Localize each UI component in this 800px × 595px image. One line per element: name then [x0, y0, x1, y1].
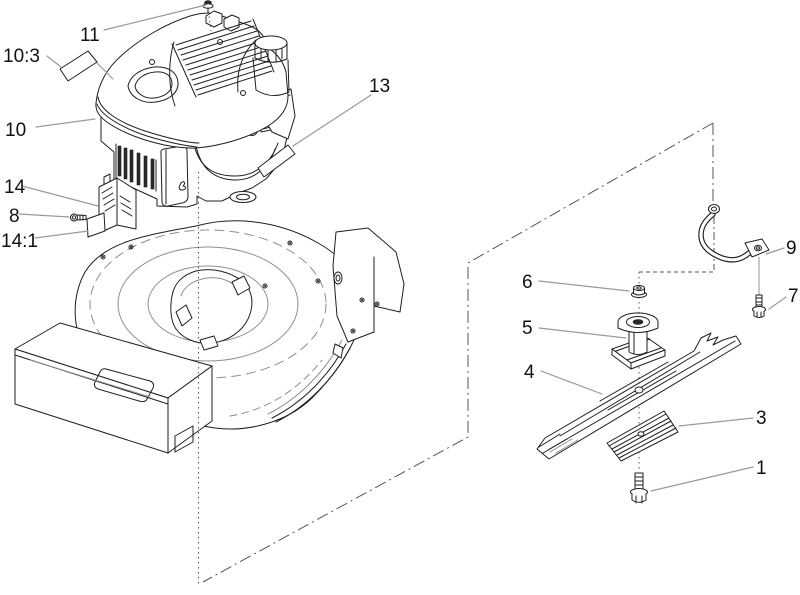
leader-9 [765, 247, 785, 255]
starter-cup [229, 191, 257, 203]
callout-8-label: 8 [9, 206, 20, 227]
leader-4 [540, 370, 603, 395]
callout-9-label: 9 [786, 238, 797, 259]
leader-3 [678, 417, 754, 427]
callout-labels: 11 10:3 10 14 8 14:1 13 9 7 6 5 4 3 1 [1, 25, 799, 479]
deck-front-chute [14, 322, 213, 454]
leader-5 [538, 327, 627, 339]
deck-rear-flange [332, 227, 405, 359]
leader-10-3-b [96, 62, 114, 80]
bolt-7 [752, 294, 766, 318]
callout-4-label: 4 [524, 362, 535, 383]
callout-1-label: 1 [756, 458, 767, 479]
blade-bolt-1 [630, 472, 648, 504]
callout-11-label: 11 [80, 25, 100, 46]
leader-14-1 [34, 230, 89, 239]
accelerator-3 [606, 410, 679, 462]
decal-10-3 [59, 50, 98, 82]
cylinder-fins [115, 143, 157, 192]
callout-13-label: 13 [369, 76, 390, 97]
blade-adapter-5 [611, 312, 666, 370]
engine-mount-bolt-11 [202, 0, 214, 13]
callout-7-label: 7 [788, 286, 799, 307]
callout-5-label: 5 [522, 318, 533, 339]
callout-14-1-label: 14:1 [1, 231, 38, 252]
leader-7 [768, 296, 787, 310]
leader-8 [18, 213, 70, 218]
leader-10 [35, 118, 96, 128]
leader-13 [292, 94, 372, 147]
cutting-plane-line [202, 122, 714, 583]
engine-drawing [95, 10, 296, 208]
leader-11 [103, 4, 207, 31]
mower-deck-drawing [14, 220, 405, 454]
nut-6 [631, 285, 647, 298]
blade-brake-bracket-9 [698, 204, 770, 263]
shroud-fins [171, 18, 275, 98]
fuel-cap [252, 35, 290, 96]
bolt-11-axis [208, 11, 212, 32]
leader-14 [21, 185, 99, 207]
decal-plate-14-1 [86, 212, 106, 238]
guard-bracket-14 [98, 173, 137, 234]
blade-4 [536, 332, 742, 460]
callout-14-label: 14 [4, 177, 26, 198]
leader-lines [18, 4, 787, 492]
callout-3-label: 3 [756, 408, 767, 429]
callout-10-3-label: 10:3 [3, 46, 40, 67]
leader-10-3 [46, 55, 62, 68]
callout-6-label: 6 [522, 272, 533, 293]
flammable-symbol-icon [178, 181, 186, 191]
muffler-cover [160, 145, 189, 207]
callout-10-label: 10 [5, 120, 26, 141]
leader-1 [650, 466, 754, 492]
leader-6 [538, 280, 630, 292]
decal-13 [257, 144, 296, 178]
screw-8 [70, 213, 87, 222]
recoil-cover [127, 66, 179, 103]
